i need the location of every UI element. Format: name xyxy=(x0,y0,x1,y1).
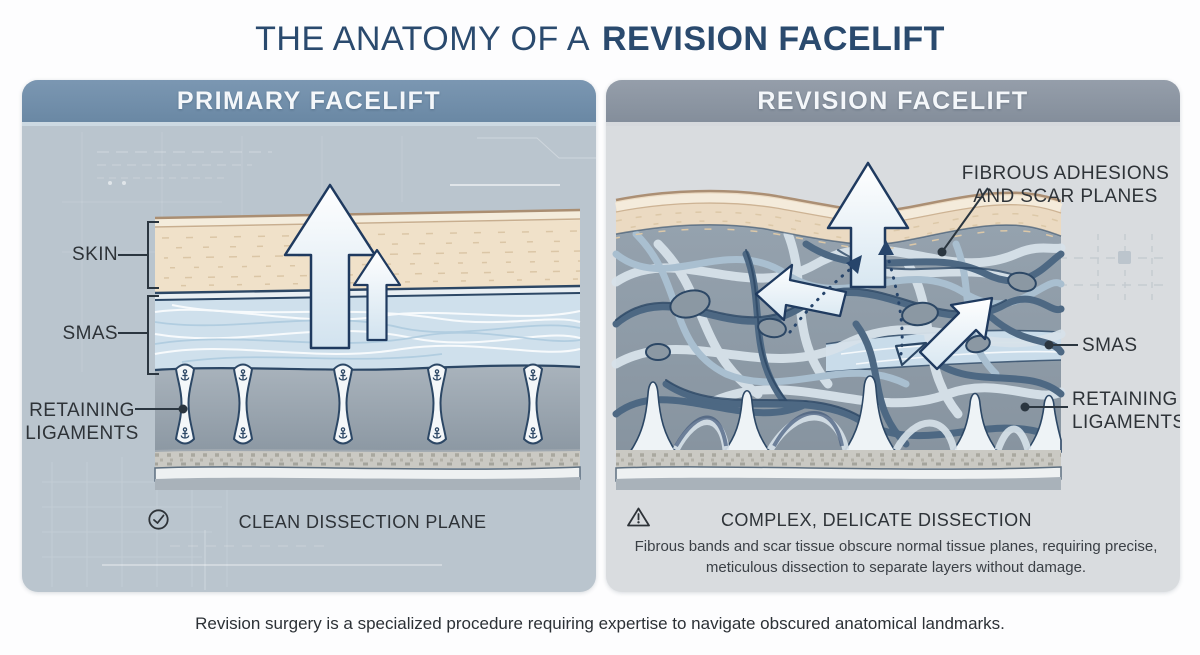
deep-bottom-band xyxy=(616,477,1061,490)
primary-panel-header: PRIMARY FACELIFT xyxy=(22,80,596,126)
skin-label: SKIN xyxy=(72,244,118,265)
sub-smas-space xyxy=(155,365,580,452)
retaining-ligaments-label: RETAINING LIGAMENTS xyxy=(1072,389,1180,433)
smas-label: SMAS xyxy=(1082,335,1138,356)
primary-caption: CLEAN DISSECTION PLANE xyxy=(147,509,587,533)
revision-caption: COMPLEX, DELICATE DISSECTION xyxy=(626,507,1136,531)
primary-anatomy-illustration xyxy=(42,132,596,590)
primary-caption-text: CLEAN DISSECTION PLANE xyxy=(238,512,487,532)
page-title: THE ANATOMY OF A REVISION FACELIFT xyxy=(0,20,1200,59)
dotted-path-arrows xyxy=(788,252,904,356)
deep-layer-speckles xyxy=(154,449,581,468)
retaining-ligaments xyxy=(175,363,543,445)
open-arrowhead xyxy=(894,341,928,367)
primary-panel-body: SKIN SMAS RETAINING LIGAMENTS CLEAN DISS… xyxy=(22,126,596,592)
footer-note: Revision surgery is a specialized proced… xyxy=(195,614,1005,633)
revision-panel-body: FIBROUS ADHESIONS AND SCAR PLANES SMAS R… xyxy=(606,126,1180,592)
primary-facelift-panel: PRIMARY FACELIFT xyxy=(22,80,596,592)
disrupted-lift-arrow-icons xyxy=(754,161,994,371)
scarred-ligaments xyxy=(628,375,1062,453)
revision-caption-text: COMPLEX, DELICATE DISSECTION xyxy=(721,510,1032,530)
revision-facelift-panel: REVISION FACELIFT xyxy=(606,80,1180,592)
fibrous-adhesions-label: FIBROUS ADHESIONS AND SCAR PLANES xyxy=(961,163,1170,207)
retaining-ligaments-label: RETAINING LIGAMENTS xyxy=(25,400,139,444)
label-pointers xyxy=(118,221,181,410)
revision-description: Fibrous bands and scar tissue obscure no… xyxy=(634,538,1158,576)
revision-anatomy-illustration xyxy=(611,161,1168,490)
title-emphasis: REVISION FACELIFT xyxy=(602,20,945,58)
web-holes xyxy=(645,271,1037,361)
label-pointers xyxy=(941,187,1078,408)
grid-pattern xyxy=(1058,234,1168,304)
smas-label: SMAS xyxy=(62,323,118,344)
revision-panel-header: REVISION FACELIFT xyxy=(606,80,1180,126)
deep-bottom-band xyxy=(155,477,580,490)
deep-layer-speckles xyxy=(616,450,1061,468)
title-prefix: THE ANATOMY OF A xyxy=(255,20,590,58)
lift-arrow-icons xyxy=(283,183,402,350)
